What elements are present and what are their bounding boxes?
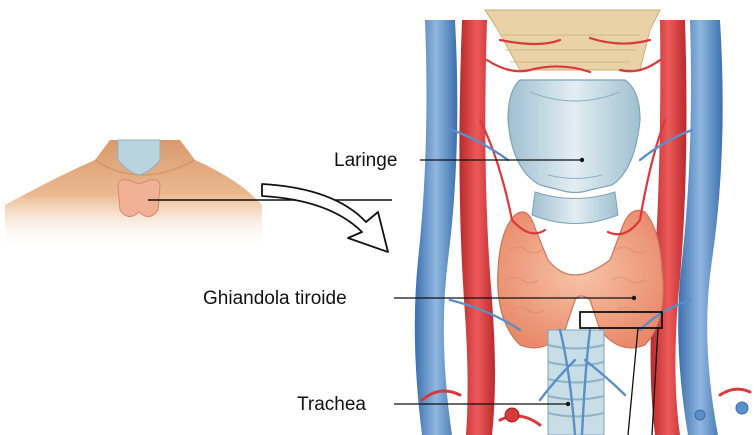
cricoid-cartilage — [532, 192, 618, 224]
left-internal-jugular-vein — [415, 20, 458, 435]
larynx-cartilage — [508, 80, 640, 193]
left-common-carotid-artery — [459, 20, 495, 435]
label-larynx: Laringe — [334, 150, 397, 171]
curved-arrow-icon — [262, 184, 388, 252]
thumbnail-thyroid — [118, 180, 160, 217]
trachea — [548, 330, 604, 435]
label-trachea: Trachea — [297, 394, 366, 415]
label-thyroid-gland: Ghiandola tiroide — [203, 288, 347, 309]
neck-thumbnail — [5, 140, 262, 250]
anatomy-detail — [415, 10, 750, 435]
